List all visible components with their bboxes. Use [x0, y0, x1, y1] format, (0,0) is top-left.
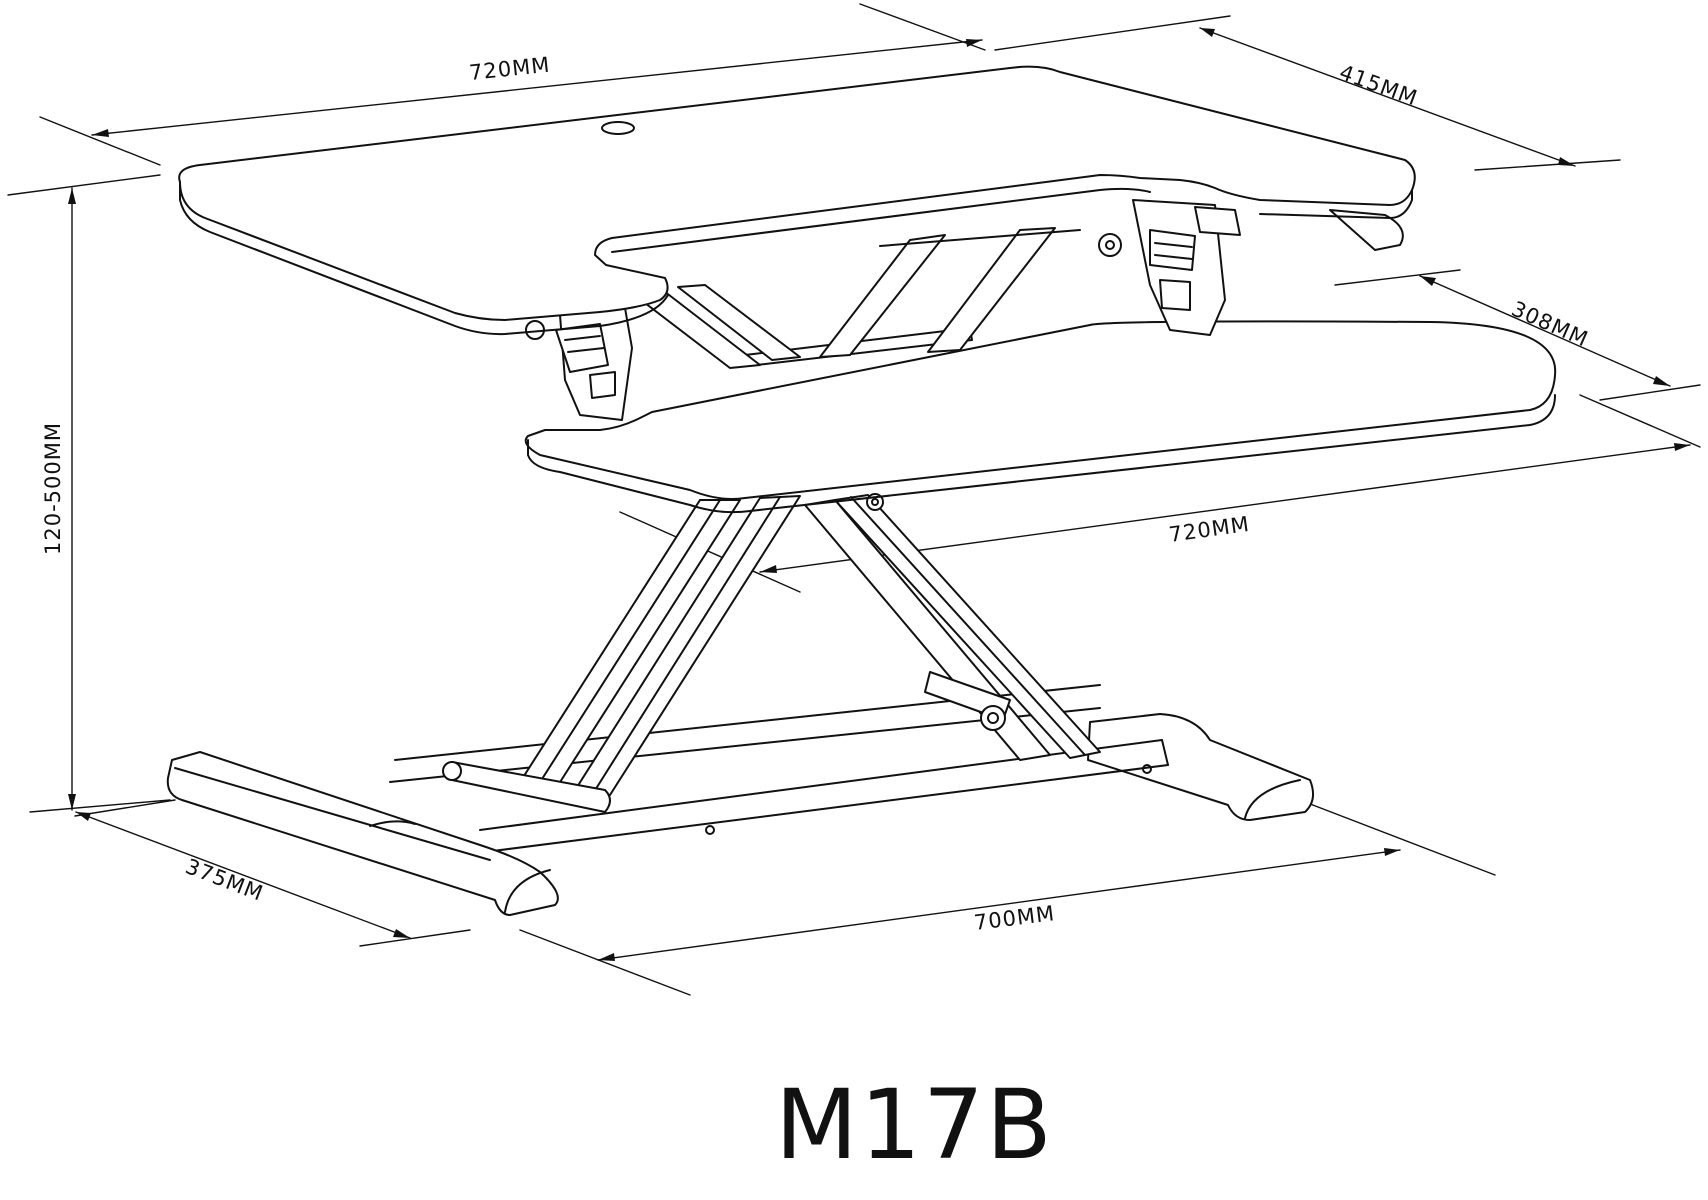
base-depth-label: 375MM	[182, 854, 267, 906]
base-frame	[166, 684, 1315, 916]
scissor-lift	[442, 493, 1101, 813]
keyboard-tray	[524, 320, 1557, 514]
work-surface	[178, 65, 1416, 336]
top-width-label: 720MM	[468, 53, 551, 85]
model-name: M17B	[775, 1069, 1054, 1181]
keyboard-width-label: 720MM	[1167, 512, 1251, 547]
height-range-label: 120-500MM	[41, 422, 65, 555]
dimension-lines	[7, 3, 1701, 996]
lift-mechanisms	[525, 199, 1404, 421]
top-depth-label: 415MM	[1336, 60, 1421, 110]
